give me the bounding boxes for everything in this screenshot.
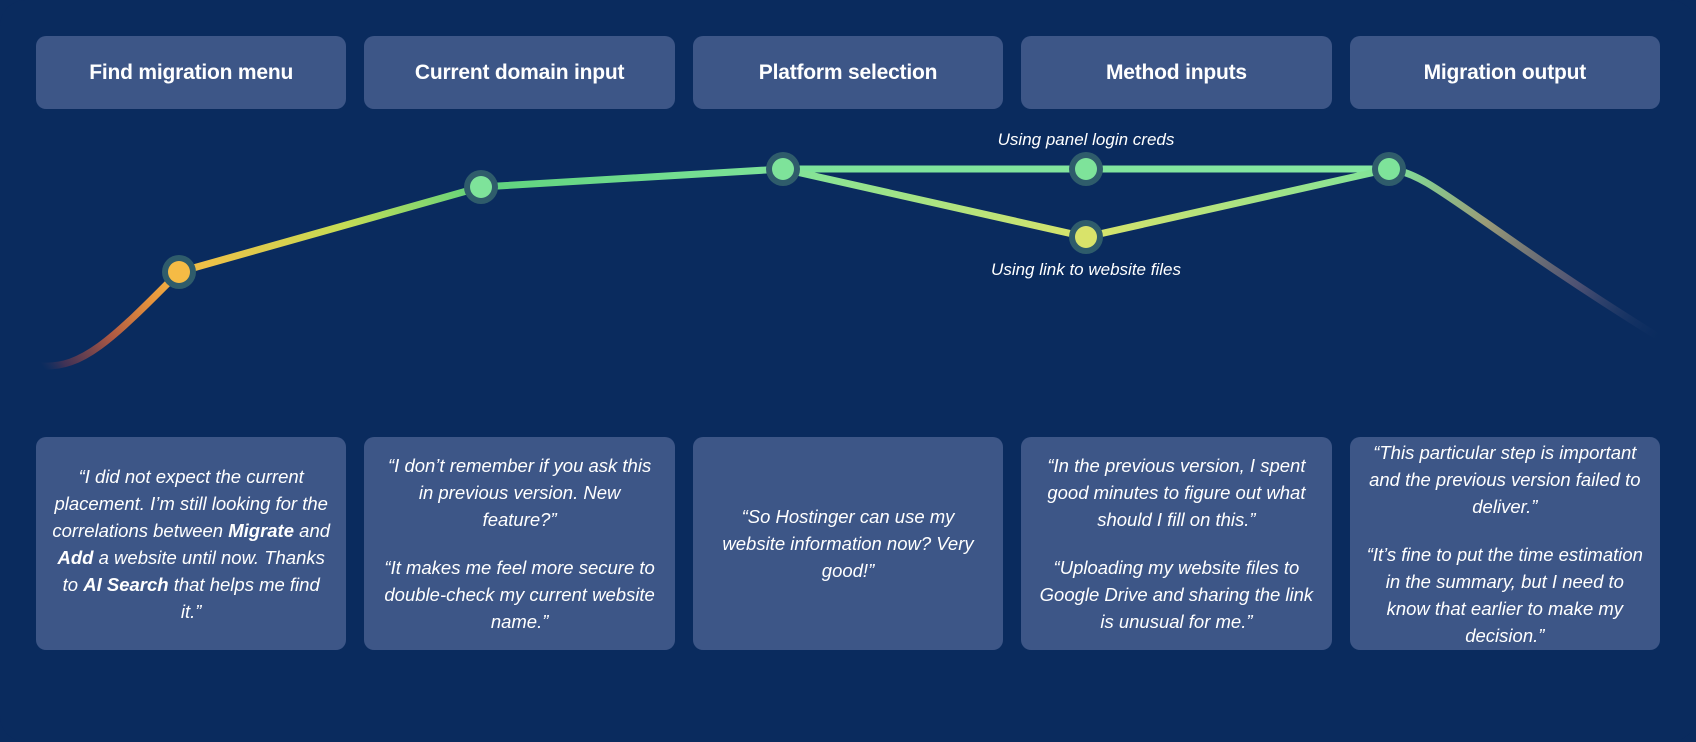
data-point-migration-output[interactable]	[1372, 152, 1406, 186]
data-point-method-inputs-panel-creds[interactable]	[1069, 152, 1103, 186]
step-card-label: Migration output	[1423, 60, 1587, 84]
data-point-core	[1075, 226, 1097, 248]
step-card-platform-selection[interactable]: Platform selection	[692, 36, 1004, 109]
step-card-method-inputs[interactable]: Method inputs	[1021, 36, 1332, 109]
line-segment-find-to-domain	[175, 183, 485, 276]
quote-paragraph: “It makes me feel more secure to double-…	[384, 557, 655, 632]
data-point-core	[1075, 158, 1097, 180]
quote-paragraph: “This particular step is important and t…	[1369, 441, 1641, 517]
chart-svg	[38, 152, 1664, 370]
data-point-core	[168, 261, 190, 283]
data-point-core	[772, 158, 794, 180]
data-point-current-domain-input[interactable]	[464, 170, 498, 204]
sentiment-line-chart: Using panel login creds Using link to we…	[0, 110, 1696, 410]
data-point-platform-selection[interactable]	[766, 152, 800, 186]
line-branch-website-files-up	[1082, 165, 1393, 241]
step-card-label: Find migration menu	[89, 60, 294, 84]
step-card-find-migration-menu[interactable]: Find migration menu	[36, 36, 347, 109]
step-card-current-domain-input[interactable]: Current domain input	[364, 36, 675, 109]
step-card-label: Platform selection	[758, 60, 938, 84]
data-point-core	[1378, 158, 1400, 180]
line-lead-out-tail	[1385, 165, 1664, 342]
step-card-label: Method inputs	[1105, 60, 1247, 84]
data-point-find-migration-menu[interactable]	[162, 255, 196, 289]
line-branch-website-files-down	[779, 165, 1090, 241]
quote-paragraph: “Uploading my website files to Google Dr…	[1039, 557, 1314, 632]
quote-card-find-migration-menu: “I did not expect the current placement.…	[36, 437, 347, 650]
quote-paragraph: “So Hostinger can use my website informa…	[722, 506, 974, 581]
step-card-migration-output[interactable]: Migration output	[1349, 36, 1661, 109]
quote-paragraph: “I don’t remember if you ask this in pre…	[388, 455, 652, 530]
step-card-label: Current domain input	[414, 60, 625, 84]
quote-paragraph: “In the previous version, I spent good m…	[1047, 455, 1306, 530]
quote-paragraph: “I did not expect the current placement.…	[52, 465, 331, 622]
data-point-core	[470, 176, 492, 198]
data-point-method-inputs-website-files[interactable]	[1069, 220, 1103, 254]
annotation-panel-login-creds: Using panel login creds	[997, 130, 1175, 149]
quote-card-migration-output: “This particular step is important and t…	[1349, 437, 1661, 650]
line-segment-domain-to-platform	[477, 165, 787, 191]
quote-card-platform-selection: “So Hostinger can use my website informa…	[692, 437, 1004, 650]
quote-card-row: “I did not expect the current placement.…	[36, 437, 1661, 650]
step-card-row: Find migration menu Current domain input…	[36, 36, 1661, 109]
quote-card-current-domain-input: “I don’t remember if you ask this in pre…	[364, 437, 675, 650]
quote-paragraph: “It’s fine to put the time estimation in…	[1366, 543, 1643, 646]
quote-card-method-inputs: “In the previous version, I spent good m…	[1021, 437, 1332, 650]
annotation-link-to-website-files: Using link to website files	[991, 260, 1181, 279]
line-lead-in-tail	[38, 268, 183, 370]
